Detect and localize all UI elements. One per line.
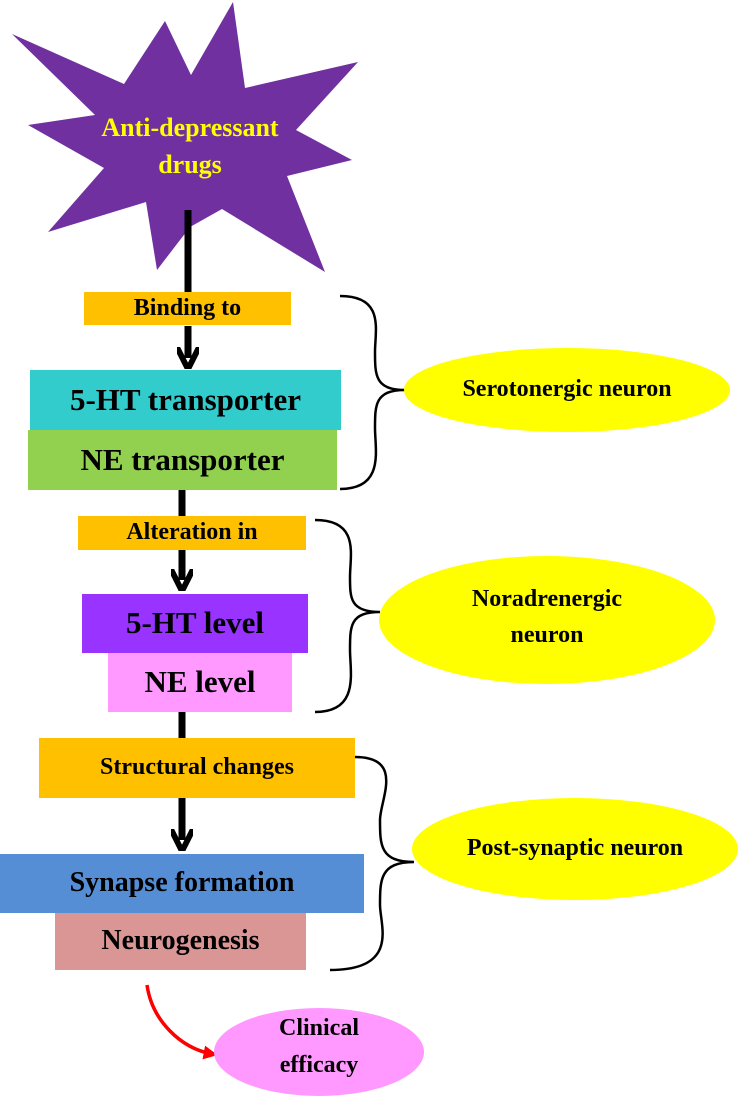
arrow-curved-to-efficacy (145, 984, 218, 1060)
label-neurogenesis: Neurogenesis (101, 925, 260, 956)
label-ne-level: NE level (144, 664, 256, 699)
oval-noradrenergic (379, 556, 715, 684)
step-binding-box (84, 292, 291, 325)
group-label-serotonergic: Serotonergic neuron (462, 376, 672, 402)
start-label-line1: Anti-depressant (101, 113, 279, 142)
group-label-post-synaptic: Post-synaptic neuron (466, 835, 684, 861)
step-structural-box (39, 738, 355, 798)
step-label-structural: Structural changes (100, 754, 294, 780)
oval-serotonergic (404, 348, 730, 432)
box-ne-transporter (28, 430, 337, 490)
brace-noradrenergic (314, 518, 381, 714)
oval-clinical-efficacy (214, 1008, 424, 1096)
box-ne-level (108, 653, 292, 712)
step-label-binding: Binding to (133, 295, 242, 321)
start-burst (12, 2, 358, 272)
group-label-noradrenergic-line1: Noradrenergic (471, 586, 623, 612)
box-5ht-transporter (30, 370, 341, 430)
step-label-alteration: Alteration in (126, 519, 258, 545)
step-alteration-box (78, 516, 306, 550)
group-label-noradrenergic-line2: neuron (510, 622, 584, 648)
box-neurogenesis (55, 913, 306, 970)
label-synapse-formation: Synapse formation (69, 867, 295, 898)
label-5ht-level: 5-HT level (125, 605, 265, 640)
outcome-label-line1: Clinical (278, 1015, 359, 1041)
start-label-line2: drugs (158, 150, 222, 179)
oval-post-synaptic (412, 798, 738, 900)
brace-serotonergic (339, 294, 406, 491)
outcome-label-line2: efficacy (279, 1052, 359, 1078)
box-5ht-level (82, 594, 308, 653)
label-5ht-transporter: 5-HT transporter (69, 382, 302, 417)
brace-post-synaptic (329, 755, 415, 972)
box-synapse-formation (0, 854, 364, 913)
label-ne-transporter: NE transporter (80, 442, 285, 477)
